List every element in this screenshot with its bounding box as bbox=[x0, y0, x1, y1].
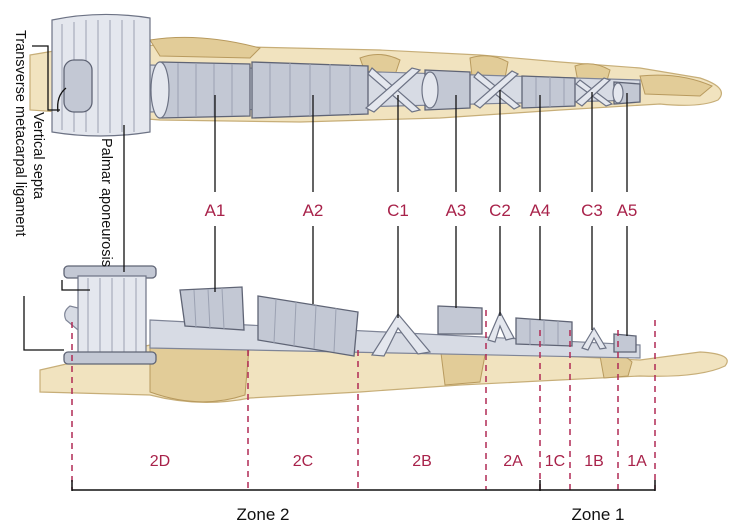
zone-1-label: Zone 1 bbox=[572, 505, 625, 524]
bottom-finger-view bbox=[40, 266, 727, 402]
label-transverse-metacarpal-ligament: Transverse metacarpal ligament bbox=[12, 30, 28, 237]
pulley-a1-side bbox=[180, 287, 244, 330]
zone-2b: 2B bbox=[412, 453, 432, 470]
zone-2d: 2D bbox=[150, 453, 170, 470]
palmar-aponeurosis-side bbox=[64, 266, 156, 364]
pulley-a4-side bbox=[516, 318, 572, 346]
zone-1c: 1C bbox=[545, 453, 565, 470]
pulley-a1-top bbox=[151, 62, 250, 118]
label-vertical-septa: Vertical septa bbox=[30, 112, 46, 200]
label-a4: A4 bbox=[530, 201, 551, 220]
label-a5: A5 bbox=[617, 201, 638, 220]
pulley-a4-top bbox=[522, 76, 575, 108]
label-a2: A2 bbox=[303, 201, 324, 220]
zone-2a: 2A bbox=[503, 453, 523, 470]
zone-2-label: Zone 2 bbox=[237, 505, 290, 524]
pulley-a2-top bbox=[252, 62, 368, 118]
label-c3: C3 bbox=[581, 201, 603, 220]
top-finger-view bbox=[30, 14, 721, 136]
zone-2c: 2C bbox=[293, 453, 313, 470]
label-a3: A3 bbox=[446, 201, 467, 220]
label-c1: C1 bbox=[387, 201, 409, 220]
pulley-a3-top bbox=[422, 70, 470, 110]
zone-1b: 1B bbox=[584, 453, 604, 470]
zone-bracket bbox=[72, 480, 655, 491]
pulley-a3-side bbox=[438, 306, 482, 334]
zone-1a: 1A bbox=[627, 453, 647, 470]
label-c2: C2 bbox=[489, 201, 511, 220]
palmar-aponeurosis-top bbox=[52, 14, 150, 136]
label-palmar-aponeurosis: Palmar aponeurosis bbox=[98, 138, 114, 267]
label-a1: A1 bbox=[205, 201, 226, 220]
